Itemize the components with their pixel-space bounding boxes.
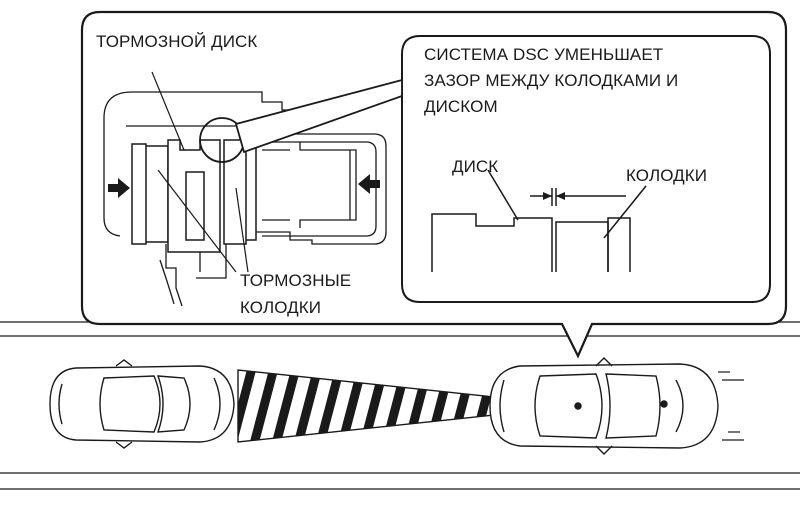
left-pressure-arrow-icon <box>108 178 130 198</box>
caliper-drawing <box>103 91 387 307</box>
speed-lines <box>718 371 744 441</box>
detail-box <box>401 35 771 303</box>
pads-label: КОЛОДКИ <box>626 166 708 185</box>
brake-pads-label-line1: ТОРМОЗНЫЕ <box>240 271 352 290</box>
outer-brake-pad <box>131 143 169 245</box>
brake-pads-label-line2: КОЛОДКИ <box>240 298 322 317</box>
dsc-text-line2: ЗАЗОР МЕЖДУ КОЛОДКАМИ И <box>424 71 679 90</box>
dsc-text-line3: ДИСКОМ <box>424 97 498 116</box>
inner-brake-pad <box>223 139 257 245</box>
gap-arrow-left-icon <box>543 192 552 200</box>
right-pressure-arrow-icon <box>358 174 380 194</box>
dsc-text-line1: СИСТЕМА DSC УМЕНЬШАЕТ <box>424 45 664 64</box>
own-car <box>489 357 719 455</box>
gap-arrow-right-icon <box>556 192 565 200</box>
magnifier-connector <box>234 78 403 154</box>
disc-label: ДИСК <box>452 157 499 176</box>
brake-disc-label: ТОРМОЗНОЙ ДИСК <box>96 32 258 51</box>
leader-lines-left <box>151 71 249 273</box>
car-ahead <box>49 359 235 449</box>
disc-slot <box>185 171 205 241</box>
